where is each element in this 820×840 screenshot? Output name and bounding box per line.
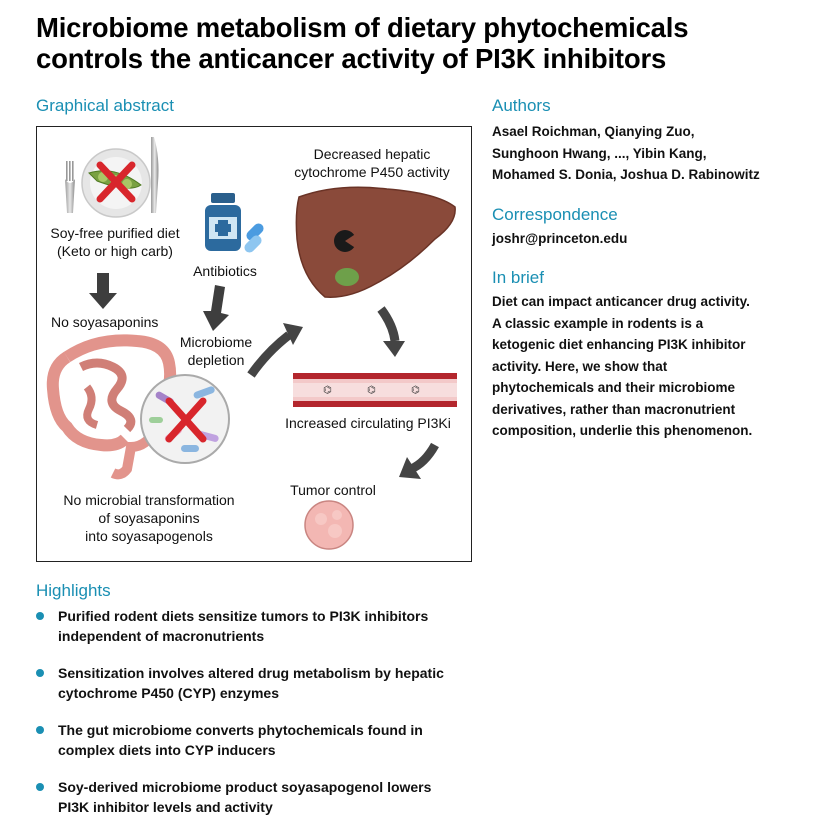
- bullet-icon: [36, 726, 44, 734]
- graphical-abstract-heading: Graphical abstract: [36, 96, 174, 115]
- in-brief-heading: In brief: [492, 268, 544, 287]
- article-title: Microbiome metabolism of dietary phytoch…: [36, 12, 796, 74]
- no-soyasaponins-label: No soyasaponins: [51, 314, 159, 330]
- bullet-icon: [36, 612, 44, 620]
- microbiome-circle-icon: [140, 374, 230, 464]
- highlights-list: Purified rodent diets sensitize tumors t…: [36, 606, 496, 834]
- arrow-antibiotic-down: [203, 285, 229, 331]
- hepatic-label: Decreased hepatic cytochrome P450 activi…: [294, 146, 450, 180]
- correspondence-section: Correspondence joshr@princeton.edu: [492, 205, 792, 250]
- liver-icon: [295, 186, 456, 298]
- no-transformation-label: No microbial transformation of soyasapon…: [63, 492, 235, 544]
- graphical-abstract-panel: ⌬ ⌬ ⌬: [36, 126, 472, 562]
- in-brief-text: Diet can impact anticancer drug activity…: [492, 294, 753, 438]
- graphical-abstract-illustration: ⌬ ⌬ ⌬: [46, 137, 457, 550]
- highlight-item: Soy-derived microbiome product soyasapog…: [36, 777, 496, 817]
- blood-vessel-icon: ⌬ ⌬ ⌬: [293, 373, 457, 407]
- correspondence-email[interactable]: joshr@princeton.edu: [492, 231, 628, 246]
- authors-section: Authors Asael Roichman, Qianying Zuo, Su…: [492, 96, 792, 186]
- authors-heading: Authors: [492, 96, 551, 115]
- authors-list: Asael Roichman, Qianying Zuo, Sunghoon H…: [492, 124, 760, 182]
- highlight-item: Sensitization involves altered drug meta…: [36, 663, 496, 703]
- title-line-2: controls the anticancer activity of PI3K…: [36, 43, 667, 74]
- arrow-diet-down: [89, 273, 117, 309]
- antibiotic-bottle-icon: [205, 193, 241, 251]
- microbiome-depletion-label: Microbiome depletion: [179, 334, 253, 368]
- cross-mark-icon: [96, 161, 136, 203]
- antibiotics-label: Antibiotics: [193, 263, 257, 279]
- arrow-liver-to-vessel: [377, 306, 405, 357]
- svg-text:⌬: ⌬: [367, 385, 376, 396]
- diet-label: Soy-free purified diet (Keto or high car…: [50, 225, 180, 259]
- svg-text:⌬: ⌬: [323, 385, 332, 396]
- correspondence-heading: Correspondence: [492, 205, 618, 224]
- highlights-heading: Highlights: [36, 581, 111, 600]
- circulating-pi3ki-label: Increased circulating PI3Ki: [285, 415, 451, 431]
- highlight-item: The gut microbiome converts phytochemica…: [36, 720, 496, 760]
- tumor-control-label: Tumor control: [290, 482, 376, 498]
- tumor-icon: [304, 500, 354, 550]
- capsule-icon: [244, 223, 264, 253]
- arrow-vessel-to-tumor: [399, 442, 439, 479]
- knife-icon: [151, 137, 159, 213]
- arrow-to-liver: [247, 323, 303, 378]
- highlight-item: Purified rodent diets sensitize tumors t…: [36, 606, 496, 646]
- bullet-icon: [36, 669, 44, 677]
- svg-text:⌬: ⌬: [411, 385, 420, 396]
- title-line-1: Microbiome metabolism of dietary phytoch…: [36, 12, 689, 43]
- in-brief-section: In brief Diet can impact anticancer drug…: [492, 268, 792, 442]
- bullet-icon: [36, 783, 44, 791]
- fork-icon: [65, 161, 75, 213]
